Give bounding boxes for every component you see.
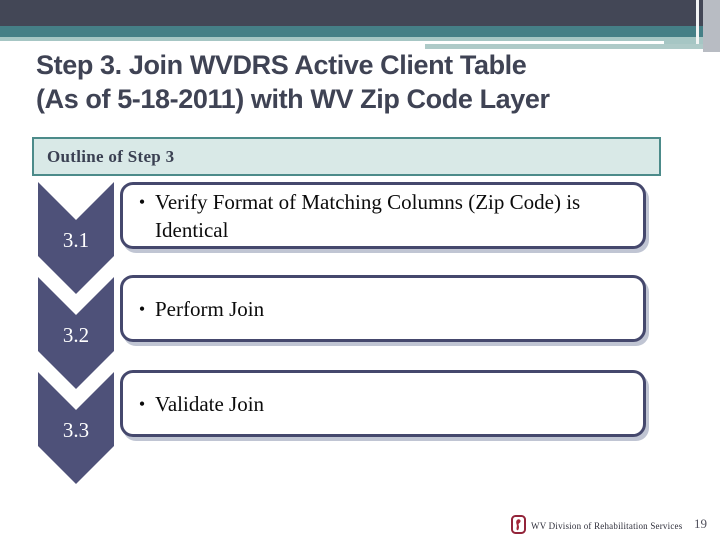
outline-header-label: Outline of Step 3: [47, 146, 175, 166]
banner-corner-gray-strip: [703, 0, 720, 52]
banner-teal-bar: [0, 26, 720, 37]
slide-footer: WV Division of Rehabilitation Services 1…: [0, 510, 720, 540]
banner-step-accent: [425, 44, 720, 49]
slide-title: Step 3. Join WVDRS Active Client Table (…: [36, 48, 696, 116]
step-box-3-3: • Validate Join: [120, 370, 646, 437]
step-box-3-1: • Verify Format of Matching Columns (Zip…: [120, 182, 646, 249]
page-number: 19: [694, 516, 707, 531]
chevron-label: 3.2: [62, 323, 90, 347]
banner-white-line: [0, 41, 664, 44]
banner-light-teal-bar: [0, 37, 720, 44]
footer-org-text: WV Division of Rehabilitation Services: [531, 521, 683, 531]
slide-title-line2: (As of 5-18-2011) with WV Zip Code Layer: [36, 84, 550, 114]
bullet-icon: •: [138, 191, 146, 212]
step-text: Validate Join: [155, 391, 265, 416]
bullet-icon: •: [138, 393, 146, 414]
chevron-step-3-1: 3.1: [38, 182, 114, 294]
step-text: Perform Join: [155, 296, 265, 321]
chevron-label: 3.1: [62, 228, 90, 252]
org-logo-icon: [511, 515, 526, 539]
slide-title-line1: Step 3. Join WVDRS Active Client Table: [36, 50, 527, 80]
outline-header-box: Outline of Step 3: [32, 137, 661, 176]
banner-vertical-white-line: [696, 0, 699, 44]
banner-dark-bar: [0, 0, 720, 26]
step-box-3-2: • Perform Join: [120, 275, 646, 342]
step-text: Verify Format of Matching Columns (Zip C…: [155, 189, 581, 242]
bullet-icon: •: [138, 298, 146, 319]
chevron-label: 3.3: [62, 418, 90, 442]
